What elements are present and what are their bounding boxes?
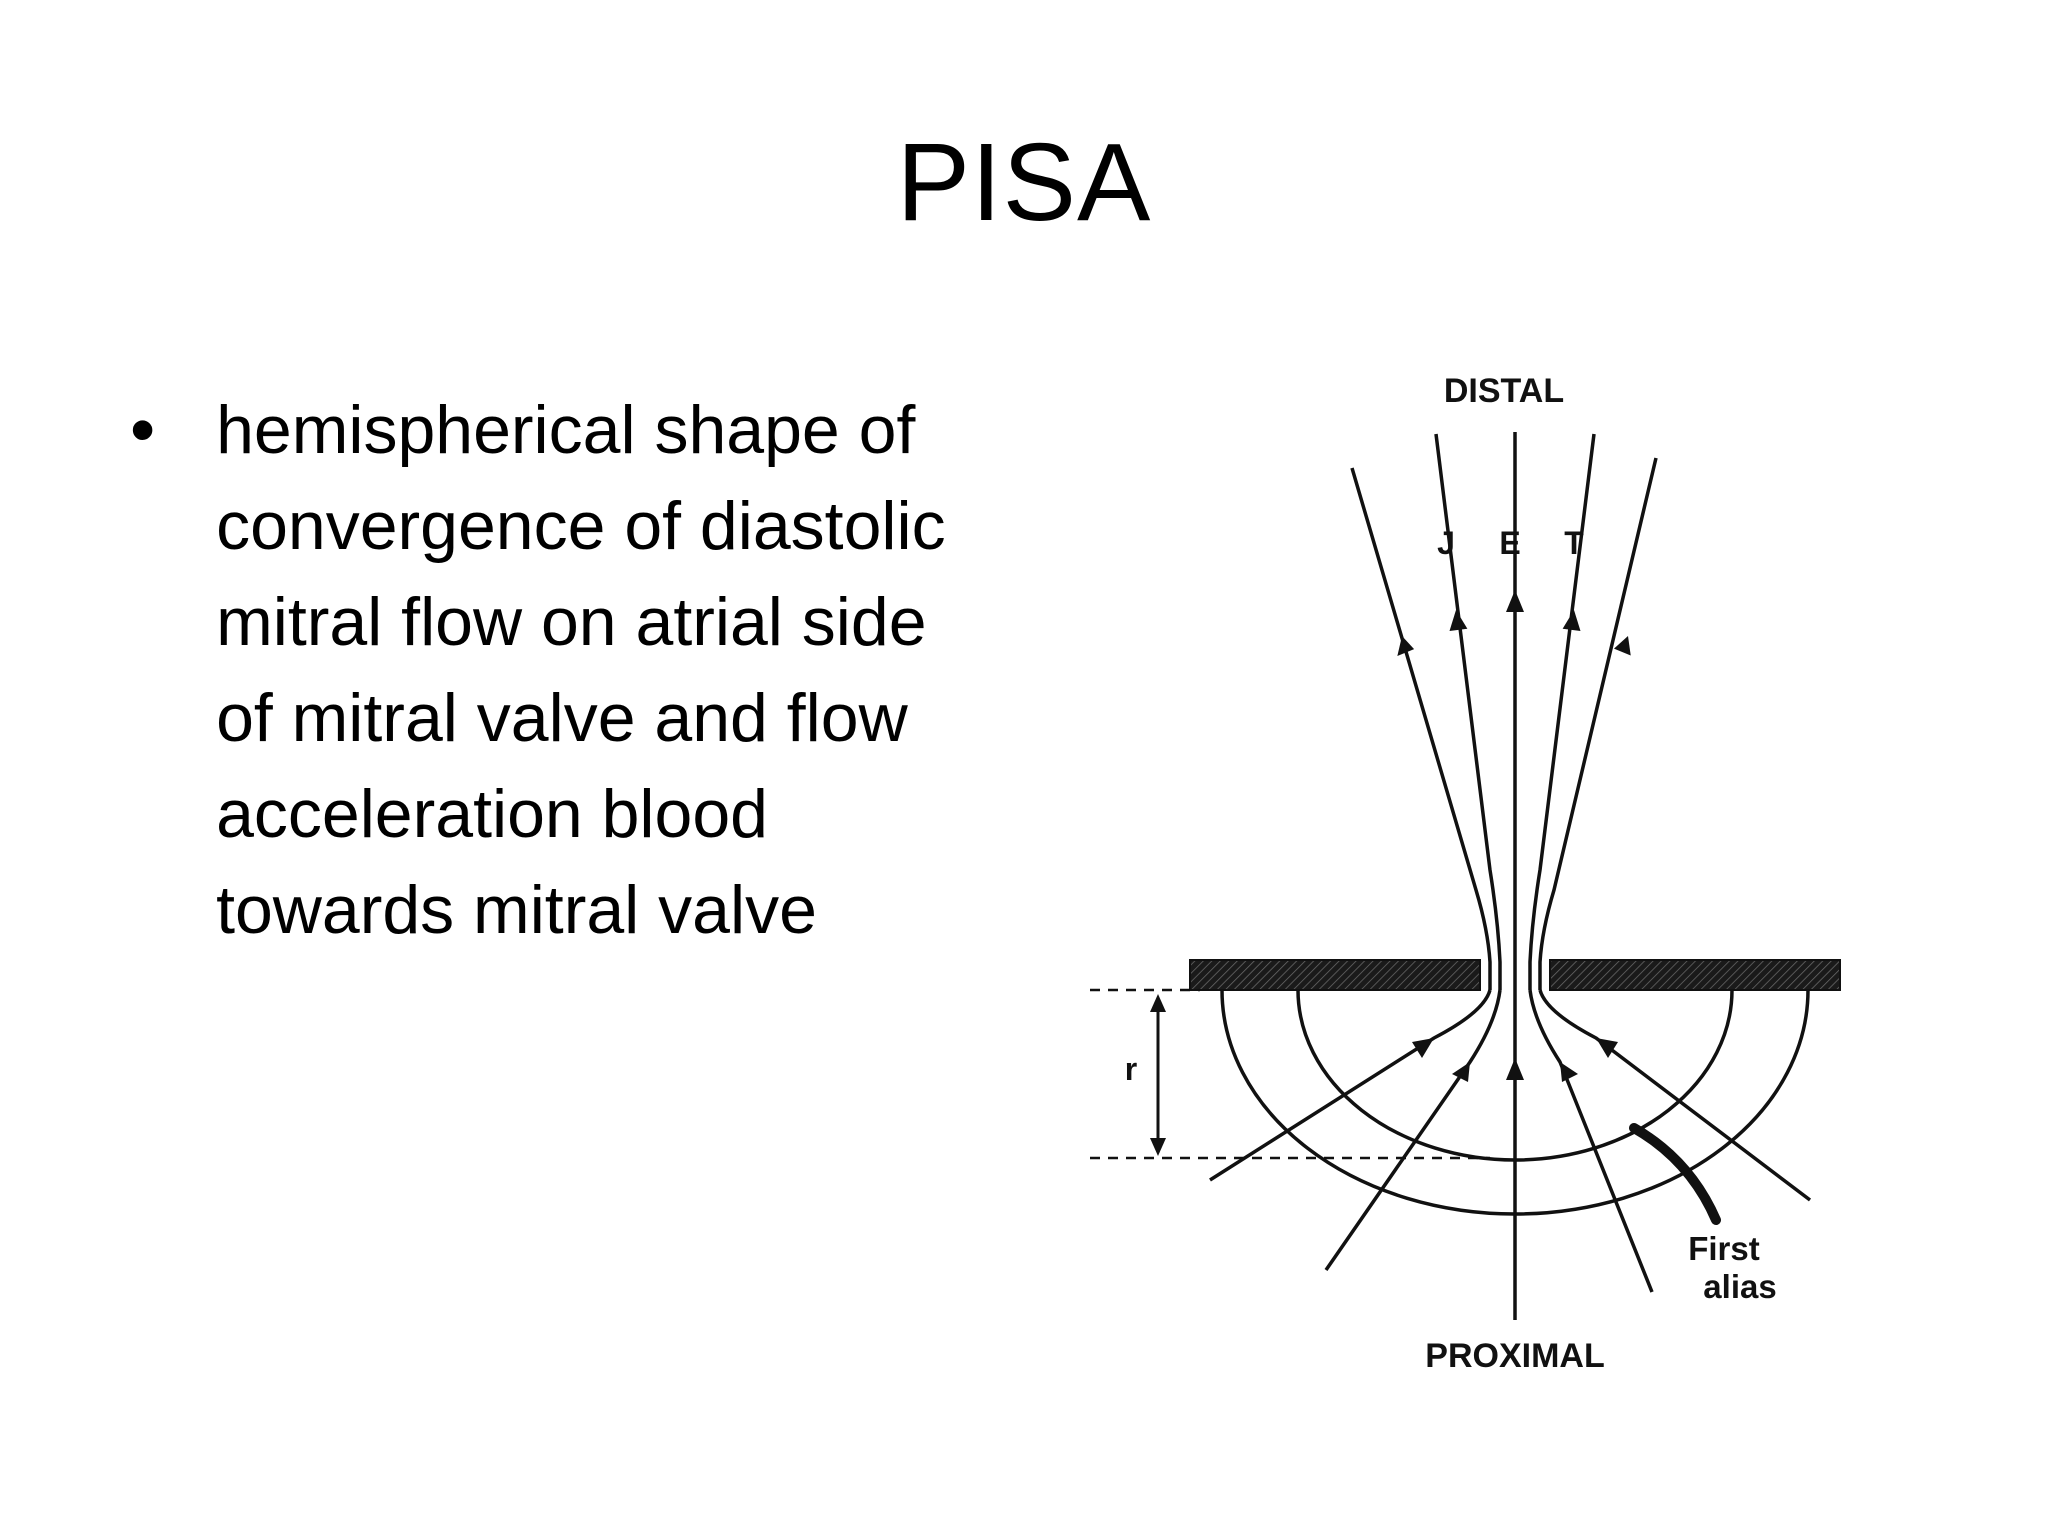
jet-flow-line bbox=[1538, 457, 1658, 990]
label-proximal: PROXIMAL bbox=[1425, 1337, 1604, 1375]
arrowhead bbox=[1596, 1038, 1618, 1058]
bullet-line-1: hemispherical shape of bbox=[216, 392, 916, 468]
jet-letter-e: E bbox=[1499, 525, 1520, 561]
slide-title: PISA bbox=[896, 121, 1152, 244]
jet-flow-line bbox=[1528, 433, 1596, 990]
bullet-line-3: mitral flow on atrial side bbox=[216, 584, 927, 660]
bullet-line-6: towards mitral valve bbox=[216, 872, 817, 948]
arrowhead bbox=[1560, 1062, 1578, 1082]
radius-arrowhead-bottom bbox=[1150, 1138, 1166, 1156]
bullet-line-2: convergence of diastolic bbox=[216, 488, 946, 564]
arrowhead bbox=[1412, 1038, 1434, 1058]
flow-arrowheads bbox=[1397, 590, 1631, 1082]
proximal-flow-line bbox=[1528, 989, 1654, 1293]
proximal-flow-lines bbox=[1209, 989, 1812, 1320]
arrowhead bbox=[1452, 1062, 1470, 1082]
distal-jet-lines bbox=[1350, 432, 1658, 990]
valve-plate-left bbox=[1189, 959, 1481, 991]
arrowhead bbox=[1562, 610, 1581, 631]
arrowhead bbox=[1613, 636, 1631, 656]
bullet-line-4: of mitral valve and flow bbox=[216, 680, 908, 756]
arrowhead bbox=[1506, 1058, 1524, 1080]
proximal-flow-line bbox=[1324, 989, 1502, 1271]
bullet-text: hemispherical shape of convergence of di… bbox=[216, 382, 1018, 958]
bullet-list: • hemispherical shape of convergence of … bbox=[118, 382, 1018, 958]
label-first: First bbox=[1688, 1230, 1760, 1267]
label-distal: DISTAL bbox=[1444, 372, 1564, 410]
arrowhead bbox=[1506, 590, 1524, 612]
label-radius: r bbox=[1125, 1051, 1137, 1087]
arrowhead bbox=[1397, 636, 1415, 657]
valve-plate-right bbox=[1549, 959, 1841, 991]
arrowhead bbox=[1449, 610, 1468, 631]
bullet-line-5: acceleration blood bbox=[216, 776, 768, 852]
label-alias: alias bbox=[1703, 1268, 1776, 1305]
first-alias-pointer bbox=[1629, 1123, 1721, 1225]
proximal-flow-line bbox=[1209, 989, 1492, 1182]
jet-flow-line bbox=[1434, 433, 1502, 990]
bullet-marker: • bbox=[130, 390, 156, 470]
proximal-flow-line bbox=[1538, 989, 1812, 1202]
radius-arrowhead-top bbox=[1150, 994, 1166, 1012]
jet-flow-line bbox=[1350, 467, 1492, 990]
